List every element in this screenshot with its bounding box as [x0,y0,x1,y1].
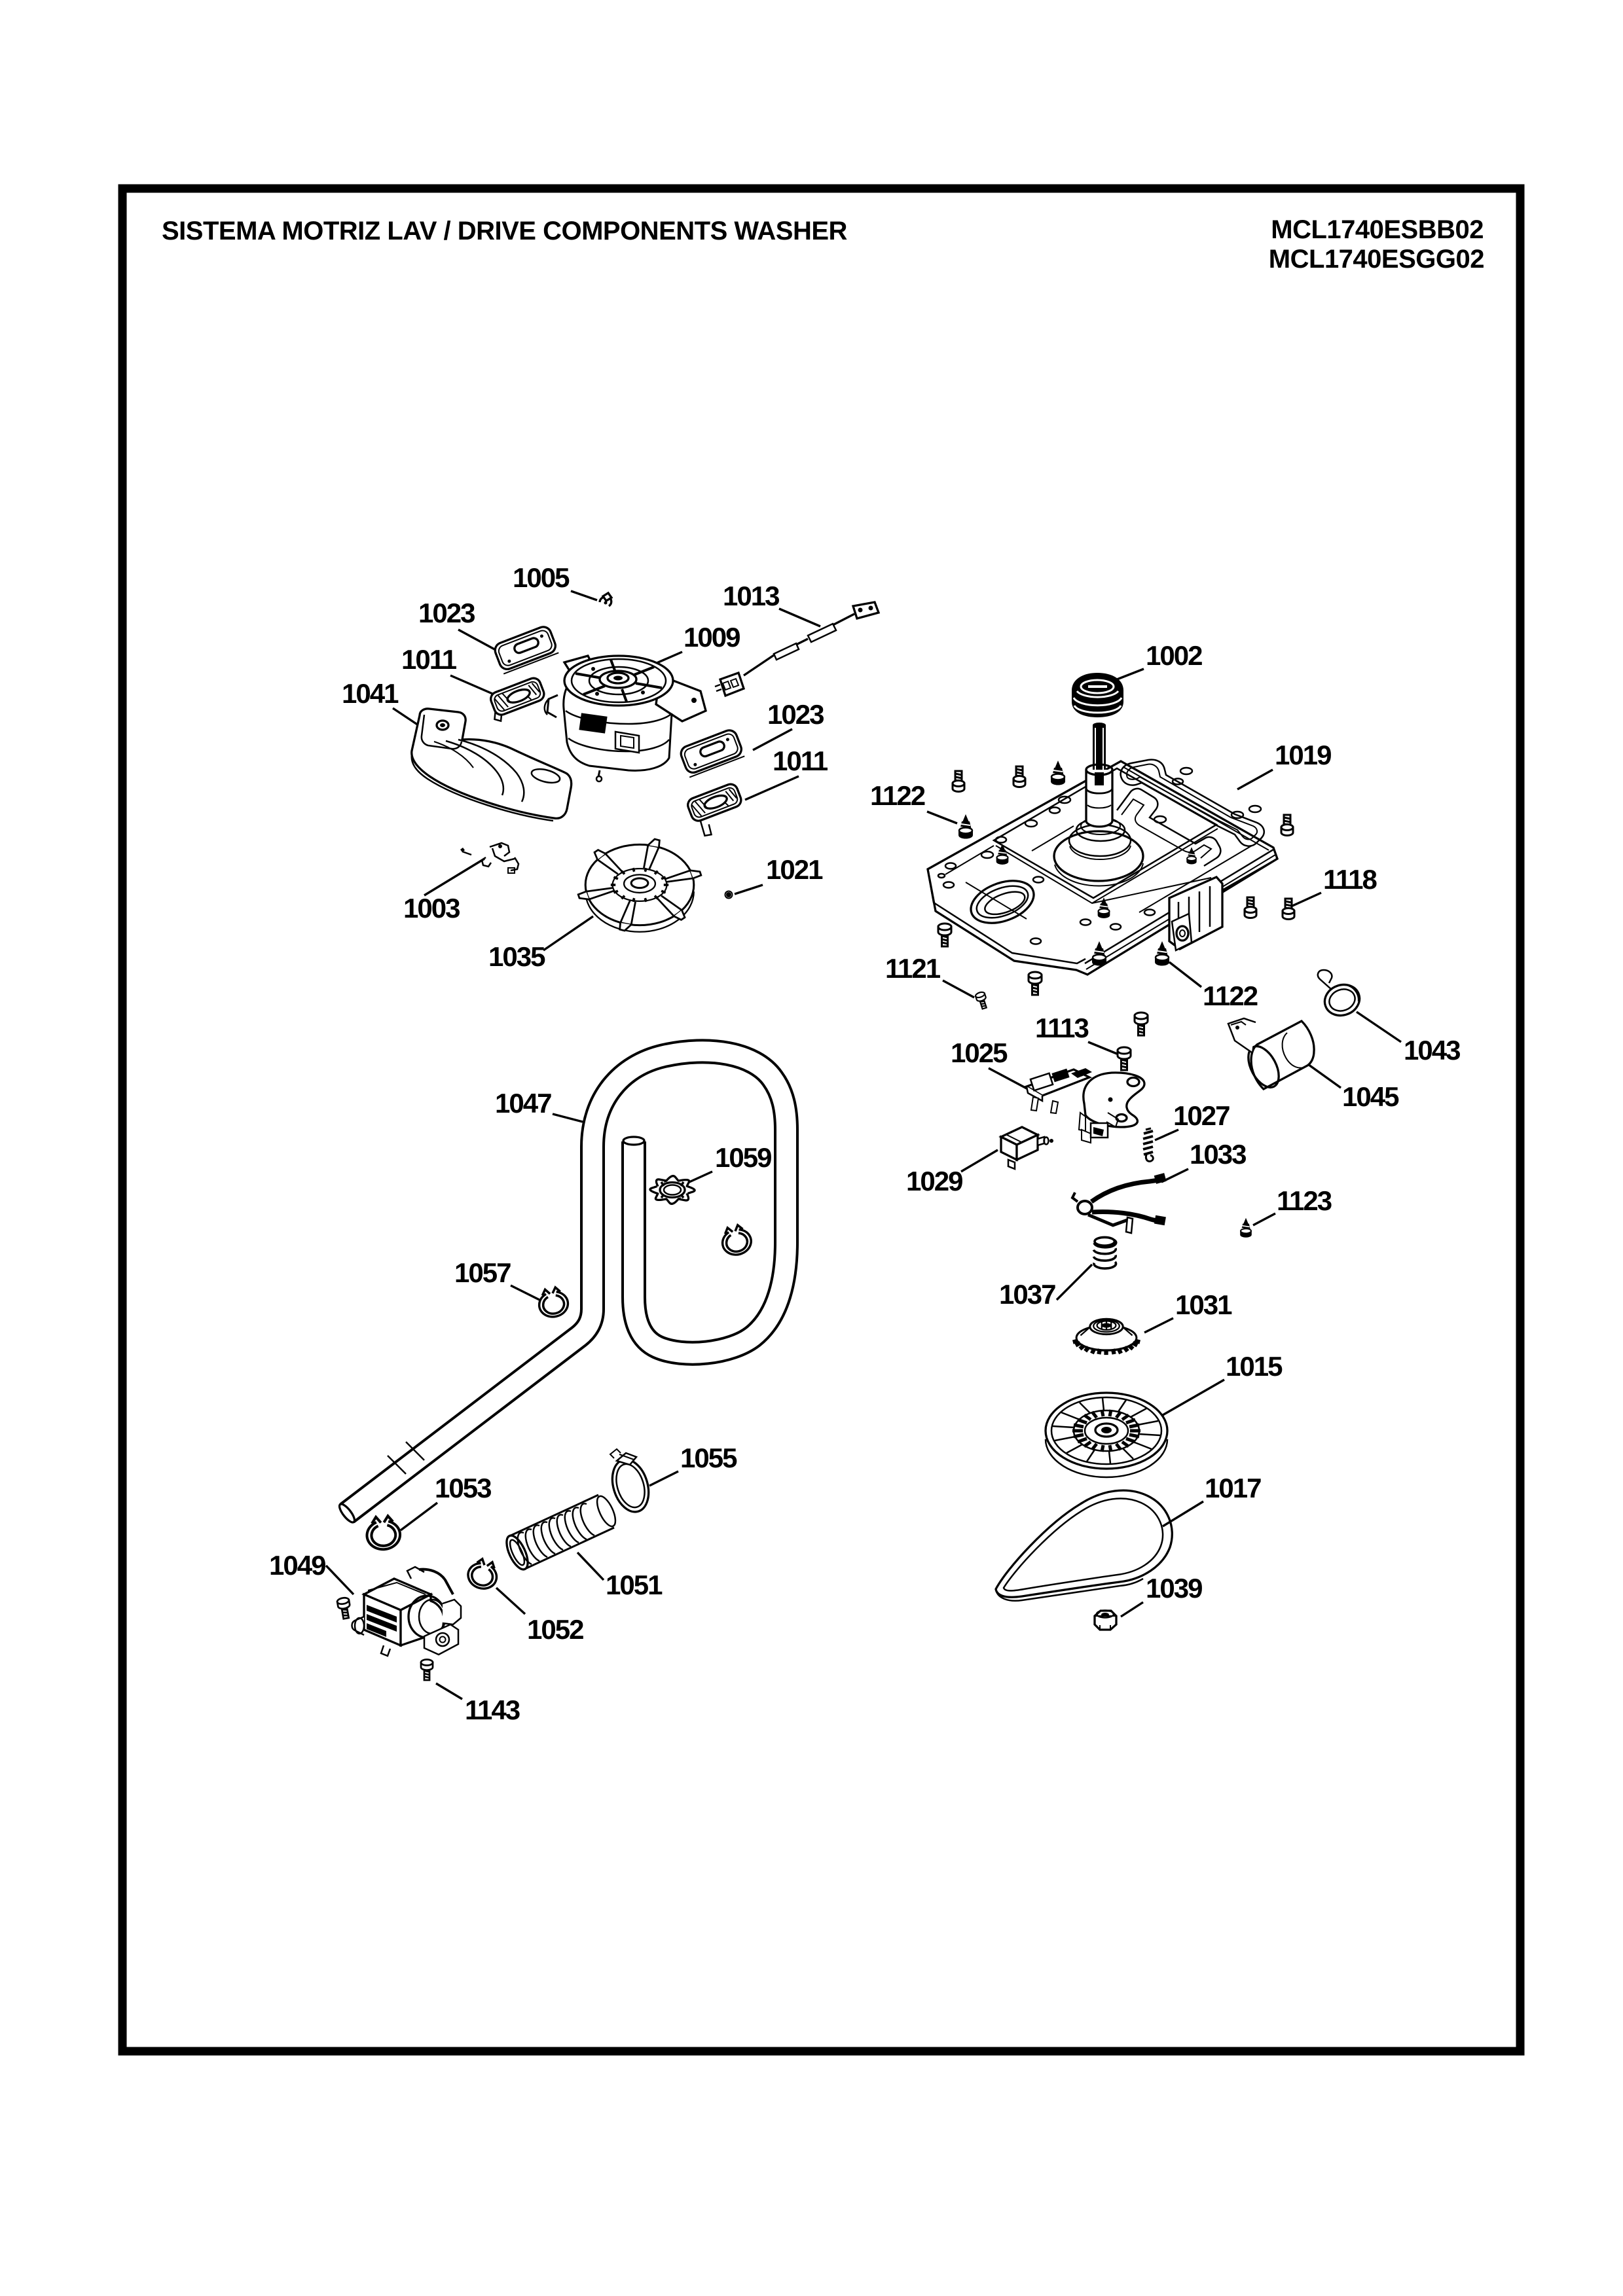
svg-text:1118: 1118 [1323,864,1377,895]
svg-text:1027: 1027 [1173,1100,1230,1131]
svg-text:1011: 1011 [773,745,828,776]
svg-text:1039: 1039 [1146,1573,1202,1604]
svg-text:1035: 1035 [488,941,545,972]
svg-text:1045: 1045 [1342,1081,1399,1112]
svg-text:1053: 1053 [435,1473,491,1503]
svg-text:1013: 1013 [723,581,779,611]
svg-text:1043: 1043 [1404,1035,1460,1066]
svg-text:1037: 1037 [999,1279,1055,1310]
svg-text:MCL1740ESBB02: MCL1740ESBB02 [1271,215,1484,244]
svg-text:1059: 1059 [715,1142,771,1173]
svg-text:1017: 1017 [1205,1473,1261,1503]
svg-text:1009: 1009 [684,622,740,653]
svg-text:1015: 1015 [1226,1351,1283,1382]
svg-text:1121: 1121 [885,953,941,984]
svg-text:1055: 1055 [680,1443,737,1473]
svg-text:1051: 1051 [606,1570,663,1600]
svg-text:1023: 1023 [767,699,824,730]
svg-text:1031: 1031 [1175,1289,1232,1320]
svg-text:1021: 1021 [766,854,823,885]
svg-text:1011: 1011 [401,644,457,675]
svg-text:1049: 1049 [269,1550,325,1581]
svg-text:MCL1740ESGG02: MCL1740ESGG02 [1269,245,1484,274]
svg-text:1005: 1005 [513,562,570,593]
svg-text:1019: 1019 [1275,740,1331,770]
svg-text:1122: 1122 [870,780,925,811]
svg-text:1025: 1025 [951,1037,1008,1068]
svg-text:1122: 1122 [1203,980,1258,1011]
svg-text:1023: 1023 [418,598,475,628]
svg-text:1033: 1033 [1190,1139,1246,1170]
svg-text:1123: 1123 [1277,1185,1332,1216]
svg-text:SISTEMA MOTRIZ LAV / DRIVE COM: SISTEMA MOTRIZ LAV / DRIVE COMPONENTS WA… [162,217,848,245]
svg-text:1113: 1113 [1035,1013,1088,1043]
svg-text:1003: 1003 [403,893,460,924]
svg-text:1047: 1047 [495,1088,551,1119]
svg-text:1029: 1029 [906,1166,962,1196]
svg-text:1143: 1143 [465,1695,520,1725]
svg-text:1052: 1052 [527,1614,583,1645]
svg-text:1002: 1002 [1146,640,1202,671]
svg-text:1057: 1057 [454,1257,511,1288]
svg-text:1041: 1041 [342,678,399,709]
